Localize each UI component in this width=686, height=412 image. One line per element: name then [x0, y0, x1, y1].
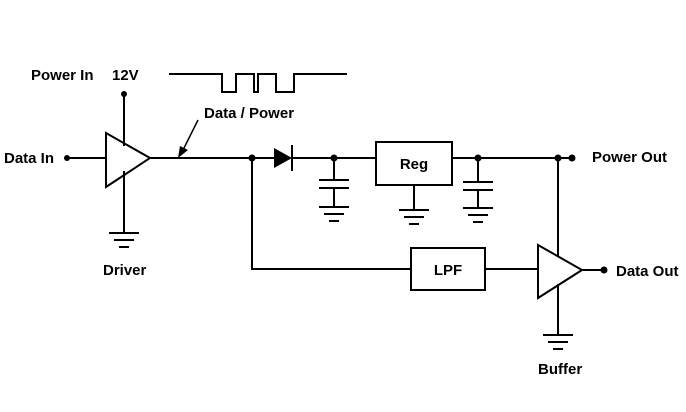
capacitor-1	[319, 179, 349, 189]
buffer-label: Buffer	[538, 361, 582, 378]
driver-label: Driver	[103, 262, 147, 279]
data-in-label: Data In	[4, 150, 54, 167]
capacitor-2	[463, 181, 493, 191]
buffer-ground-symbol	[543, 334, 573, 350]
label-arrow-head	[178, 146, 188, 158]
label-arrow-line	[181, 119, 199, 153]
power-in-label: Power In	[31, 67, 94, 84]
reg-ground-symbol	[399, 209, 429, 225]
regulator-label: Reg	[400, 156, 428, 173]
buffer-amplifier	[537, 243, 584, 300]
diode	[274, 145, 293, 171]
lpf-label: LPF	[434, 262, 462, 279]
lpf-input-wire	[251, 157, 412, 270]
data-out-terminal	[600, 266, 608, 274]
data-out-label: Data Out	[616, 263, 679, 280]
data-power-waveform	[169, 73, 347, 93]
data-power-label: Data / Power	[204, 105, 294, 122]
power-out-terminal	[568, 154, 576, 162]
driver-amplifier	[105, 131, 152, 189]
supply-voltage-label: 12V	[112, 67, 139, 84]
power-out-label: Power Out	[592, 149, 667, 166]
driver-ground-symbol	[109, 232, 139, 248]
cap1-ground-symbol	[319, 206, 349, 222]
cap2-ground-symbol	[463, 207, 493, 223]
